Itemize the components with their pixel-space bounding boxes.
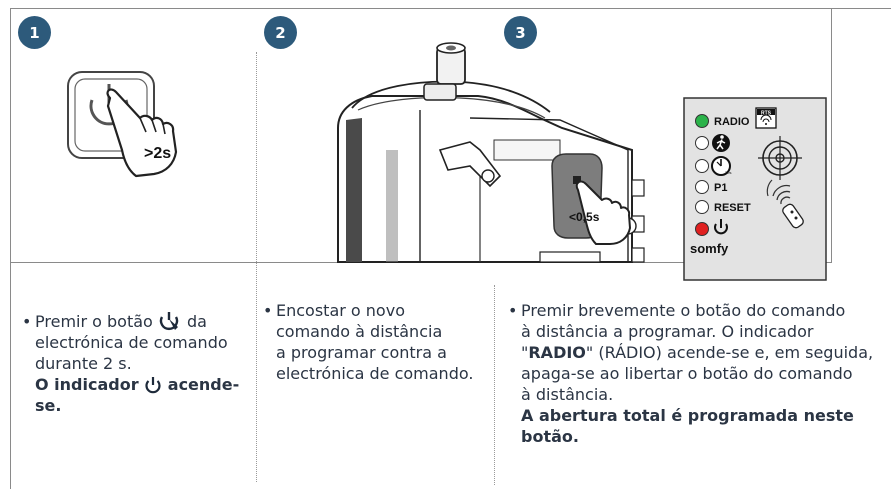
power-led: [695, 222, 709, 236]
frame-top-border: [10, 8, 891, 9]
power-icon-inline: [145, 377, 161, 394]
step-1-text: • Premir o botão da electrónica de coman…: [22, 311, 239, 416]
step-3-badge: 3: [504, 16, 537, 49]
programming-button-icon: [758, 136, 802, 180]
step-1-bold-line-1: O indicador: [35, 375, 139, 394]
frame-right-border: [831, 8, 832, 263]
step-3-text-line-3: " (RÁDIO) acende-se e, em seguida,: [585, 343, 874, 362]
finger-icon-step2: [575, 180, 631, 245]
motor-housing-illustration: <0,5s: [337, 42, 645, 263]
svg-text:30s: 30s: [725, 170, 731, 175]
step-1-text-line-3: durante 2 s.: [35, 354, 132, 373]
step-2-text-line-1: Encostar o novo: [276, 301, 405, 320]
step-2-text-line-3: a programar contra a: [276, 343, 447, 362]
step-2-text-line-2: comando à distância: [276, 322, 443, 341]
p1-led: [695, 180, 709, 194]
power-icon: [714, 219, 728, 235]
finger-icon: [106, 88, 178, 178]
column-divider-2: [494, 285, 495, 485]
brand-logo: somfy: [690, 241, 729, 256]
step-3-text-line-5: à distância.: [521, 385, 614, 404]
step-3-text-line-1: Premir brevemente o botão do comando: [521, 301, 846, 320]
press-duration-label-1: >2s: [144, 145, 171, 162]
bullet: •: [508, 301, 518, 320]
remote-signal-icon: [772, 184, 804, 229]
bullet: •: [22, 312, 32, 331]
control-button-illustration: >2s: [67, 71, 178, 178]
column-divider-1: [256, 52, 257, 482]
pedestrian-icon: [712, 134, 730, 152]
rts-icon: RTS: [755, 107, 777, 129]
timer-icon: 30s: [711, 156, 731, 176]
step-1-text-line-1: Premir o botão: [35, 312, 153, 331]
p1-label: P1: [714, 182, 727, 194]
step-3-text-line-2: à distância a programar. O indicador: [521, 322, 814, 341]
step-3-text: • Premir brevemente o botão do comando à…: [508, 300, 873, 447]
press-duration-label-2: <0,5s: [569, 210, 600, 224]
control-panel: RADIO RTS 30s P1 RESET: [683, 97, 827, 281]
quote-mark: ": [521, 343, 529, 362]
step-1-badge: 1: [18, 16, 51, 49]
radio-keyword: RADIO: [528, 343, 586, 362]
pedestrian-led: [695, 136, 709, 150]
step-1-bold-line-2: se.: [35, 396, 62, 415]
step-1-text-line-2: electrónica de comando: [35, 333, 228, 352]
step-2-text: • Encostar o novo comando à distância a …: [263, 300, 473, 384]
step-2-badge: 2: [264, 16, 297, 49]
reset-label: RESET: [714, 202, 751, 214]
radio-label: RADIO: [714, 116, 750, 128]
bullet: •: [263, 301, 273, 320]
press-button-icon: [159, 312, 179, 330]
frame-left-border: [10, 8, 11, 489]
step-2-text-line-4: electrónica de comando.: [276, 364, 474, 383]
step-3-text-line-4: apaga-se ao libertar o botão do comando: [521, 364, 853, 383]
svg-text:RTS: RTS: [761, 111, 772, 117]
step-3-bold-line-2: botão.: [521, 427, 579, 446]
step-3-bold-line-1: A abertura total é programada neste: [521, 406, 854, 425]
arrow-icon: [766, 179, 773, 197]
reset-led: [695, 200, 709, 214]
step-1-bold-line-1-after: acende-: [167, 375, 240, 394]
timer-led: [695, 159, 709, 173]
step-1-text-after-icon: da: [187, 312, 207, 331]
radio-led: [695, 114, 709, 128]
